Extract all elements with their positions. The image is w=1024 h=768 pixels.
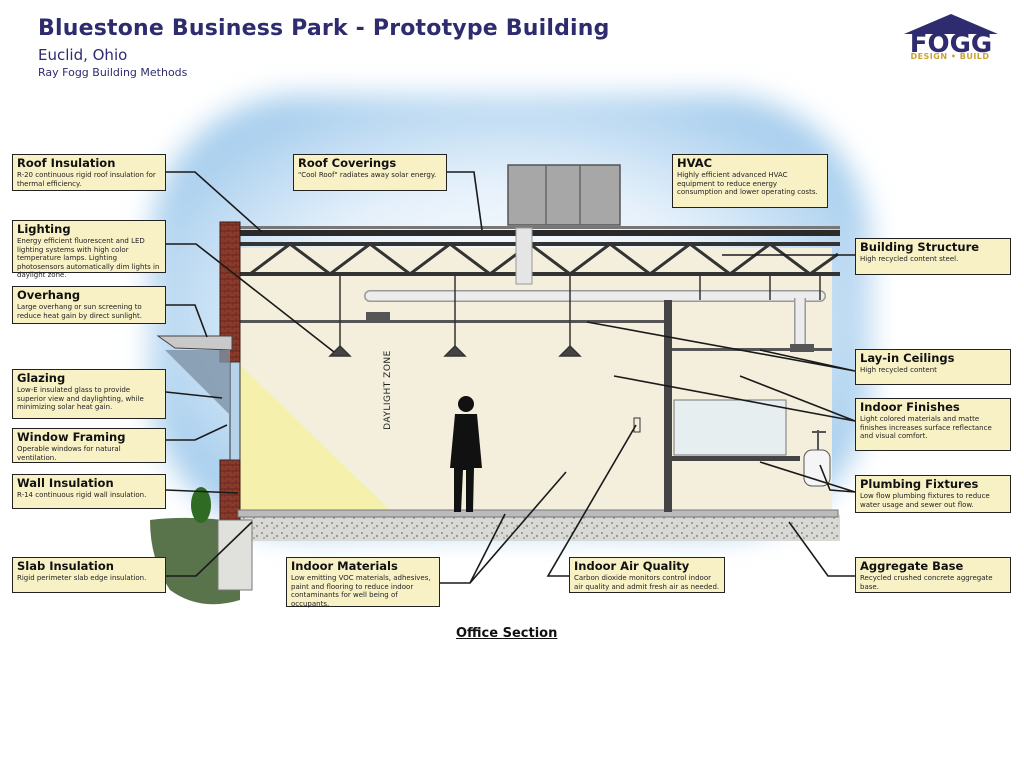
- shrub: [191, 487, 211, 523]
- aggregate-base-fill: [240, 515, 840, 541]
- callout-title: Glazing: [17, 371, 66, 385]
- callout-hvac: HVAC Highly efficient advanced HVAC equi…: [672, 154, 828, 208]
- truss-bottom-chord: [238, 272, 840, 276]
- hvac-unit-seams: [545, 165, 581, 225]
- hvac-duct-drop: [515, 227, 533, 285]
- floor-slab: [237, 509, 839, 518]
- foundation: [217, 519, 253, 591]
- callout-text: Light colored materials and matte finish…: [860, 415, 992, 441]
- person-silhouette: [450, 396, 482, 512]
- callout-lighting: Lighting Energy efficient fluorescent an…: [12, 220, 166, 279]
- callout-text: Carbon dioxide monitors control indoor a…: [574, 574, 720, 591]
- callout-title: Lighting: [17, 222, 71, 236]
- callout-indoor-air-quality: Indoor Air Quality Carbon dioxide monito…: [569, 557, 725, 593]
- page-title: Bluestone Business Park - Prototype Buil…: [38, 16, 610, 41]
- partition-wall: [664, 300, 672, 512]
- callout-title: Roof Coverings: [298, 156, 397, 170]
- callout-text: High recycled content steel.: [860, 255, 959, 263]
- callout-text: "Cool Roof" radiates away solar energy.: [298, 171, 437, 179]
- daylight-zone-label: DAYLIGHT ZONE: [383, 350, 393, 430]
- callout-title: Roof Insulation: [17, 156, 116, 170]
- callout-slab-insulation: Slab Insulation Rigid perimeter slab edg…: [12, 557, 166, 593]
- callout-title: Plumbing Fixtures: [860, 477, 979, 491]
- window-glass: [229, 361, 241, 461]
- callout-title: Building Structure: [860, 240, 980, 254]
- callout-text: Low flow plumbing fixtures to reduce wat…: [860, 492, 990, 509]
- callout-title: Indoor Materials: [291, 559, 398, 573]
- callout-title: Wall Insulation: [17, 476, 114, 490]
- overhang-shadow: [165, 350, 230, 415]
- callout-title: Overhang: [17, 288, 81, 302]
- callout-text: High recycled content: [860, 366, 937, 374]
- roof-deck: [238, 230, 840, 236]
- callout-text: Highly efficient advanced HVAC equipment…: [677, 171, 818, 197]
- callout-roof-coverings: Roof Coverings "Cool Roof" radiates away…: [293, 154, 447, 191]
- callout-title: Indoor Finishes: [860, 400, 960, 414]
- callout-text: Energy efficient fluorescent and LED lig…: [17, 237, 160, 280]
- sink-counter: [672, 456, 800, 461]
- callout-indoor-materials: Indoor Materials Low emitting VOC materi…: [286, 557, 440, 608]
- callout-roof-insulation: Roof Insulation R-20 continuous rigid ro…: [12, 154, 166, 191]
- callout-title: Aggregate Base: [860, 559, 964, 573]
- co2-monitor: [633, 417, 641, 433]
- callout-title: Lay-in Ceilings: [860, 351, 955, 365]
- callout-title: HVAC: [677, 156, 713, 170]
- callout-title: Slab Insulation: [17, 559, 114, 573]
- flush-valve: [812, 430, 826, 450]
- callout-text: Low emitting VOC materials, adhesives, p…: [291, 574, 431, 608]
- callout-text: Rigid perimeter slab edge insulation.: [17, 574, 147, 582]
- callout-window-framing: Window Framing Operable windows for natu…: [12, 428, 166, 463]
- callout-overhang: Overhang Large overhang or sun screening…: [12, 286, 166, 324]
- callout-title: Window Framing: [17, 430, 126, 444]
- callout-indoor-finishes: Indoor Finishes Light colored materials …: [855, 398, 1011, 451]
- logo-word: FOGG: [910, 29, 993, 59]
- callout-title: Indoor Air Quality: [574, 559, 690, 573]
- light-fixtures: [328, 276, 821, 357]
- callout-text: Recycled crushed concrete aggregate base…: [860, 574, 993, 591]
- callout-text: R-20 continuous rigid roof insulation fo…: [17, 171, 156, 188]
- daylight-wedge: [240, 365, 392, 512]
- truss-webs: [249, 242, 839, 276]
- callout-wall-insulation: Wall Insulation R-14 continuous rigid wa…: [12, 474, 166, 509]
- section-caption: Office Section: [456, 626, 558, 641]
- location-subtitle: Euclid, Ohio: [38, 46, 128, 64]
- toilet-room-ceiling: [670, 348, 832, 351]
- callout-text: R-14 continuous rigid wall insulation.: [17, 491, 147, 499]
- company-subtitle: Ray Fogg Building Methods: [38, 66, 188, 79]
- leader-lines: [165, 171, 856, 584]
- callout-text: Low-E insulated glass to provide superio…: [17, 386, 144, 412]
- callout-plumbing-fixtures: Plumbing Fixtures Low flow plumbing fixt…: [855, 475, 1011, 513]
- hvac-unit: [507, 164, 621, 226]
- callout-aggregate-base: Aggregate Base Recycled crushed concrete…: [855, 557, 1011, 593]
- fogg-logo: FOGG: [904, 14, 998, 59]
- brick-wall-lower: [219, 459, 241, 521]
- truss-top-chord: [238, 242, 840, 246]
- callout-glazing: Glazing Low-E insulated glass to provide…: [12, 369, 166, 419]
- logo-tagline: DESIGN • BUILD: [910, 52, 990, 61]
- callout-text: Operable windows for natural ventilation…: [17, 445, 121, 462]
- callout-text: Large overhang or sun screening to reduc…: [17, 303, 142, 320]
- diffuser-left: [366, 312, 390, 320]
- callout-lay-in-ceilings: Lay-in Ceilings High recycled content: [855, 349, 1011, 385]
- callout-building-structure: Building Structure High recycled content…: [855, 238, 1011, 275]
- roof-covering: [238, 226, 840, 229]
- mirror: [673, 399, 787, 456]
